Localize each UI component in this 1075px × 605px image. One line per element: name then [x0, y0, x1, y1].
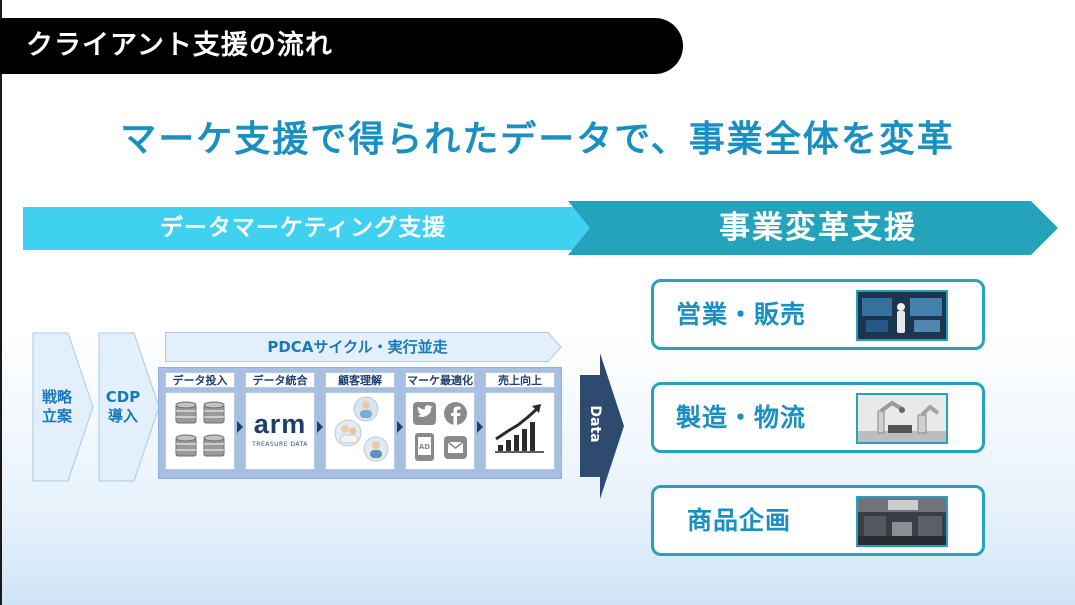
- stage-label-strategy: 戦略 立案: [41, 388, 72, 425]
- step-label-customer-insight: 顧客理解: [325, 372, 395, 388]
- stage-chevron-strategy: [32, 332, 94, 482]
- headline: マーケ支援で得られたデータで、事業全体を変革: [120, 119, 955, 160]
- product-planning-photo: [856, 496, 948, 547]
- stage-chevron-cdp: [98, 332, 160, 482]
- step-card-data-input: [165, 392, 235, 470]
- step-card-customer-insight: [325, 392, 395, 470]
- customer-photos-icon: [334, 396, 389, 462]
- title-bar: クライアント支援の流れ: [0, 18, 683, 74]
- arm-logo-subtitle: TREASURE DATA: [252, 441, 308, 448]
- transformation-card-product-planning: 商品企画: [651, 485, 985, 556]
- phase-chevron-transformation: [568, 201, 1058, 255]
- step-arrow-2: [317, 421, 323, 433]
- step-card-data-integration: arm TREASURE DATA: [245, 392, 315, 470]
- step-label-sales-growth: 売上向上: [485, 372, 555, 388]
- growth-chart-icon: [495, 404, 544, 453]
- step-label-data-integration: データ統合: [245, 372, 315, 388]
- transformation-card-manufacturing: 製造・物流: [651, 382, 985, 453]
- pdca-chevron: [165, 332, 562, 362]
- manufacturing-photo: [856, 393, 948, 444]
- sales-photo: [856, 290, 948, 341]
- step-label-marketing-optimization: マーケ最適化: [405, 372, 475, 388]
- step-card-marketing-optimization: AD: [405, 392, 475, 470]
- page-left-border: [0, 0, 2, 605]
- step-label-data-input: データ投入: [165, 372, 235, 388]
- pdca-title: PDCAサイクル・実行並走: [267, 338, 448, 356]
- channels-icon: AD: [413, 402, 467, 461]
- arm-logo-text: arm: [253, 409, 307, 439]
- data-arrow: [580, 353, 624, 499]
- data-arrow-label: Data: [587, 405, 603, 443]
- transformation-label-sales: 営業・販売: [676, 300, 807, 329]
- transformation-card-sales: 営業・販売: [651, 279, 985, 350]
- phase-label-transformation: 事業変革支援: [719, 210, 917, 246]
- database-icon: [175, 401, 225, 457]
- phase-label-marketing: データマーケティング支援: [159, 215, 447, 241]
- svg-text:AD: AD: [419, 443, 430, 451]
- transformation-label-manufacturing: 製造・物流: [676, 403, 807, 432]
- phase-chevron-marketing: [23, 207, 595, 250]
- page-title: クライアント支援の流れ: [26, 30, 333, 61]
- step-arrow-1: [237, 421, 243, 433]
- step-arrow-3: [397, 421, 403, 433]
- step-card-sales-growth: [485, 392, 555, 470]
- step-arrow-4: [477, 421, 483, 433]
- transformation-label-product-planning: 商品企画: [687, 506, 792, 535]
- stage-label-cdp: CDP 導入: [105, 388, 141, 425]
